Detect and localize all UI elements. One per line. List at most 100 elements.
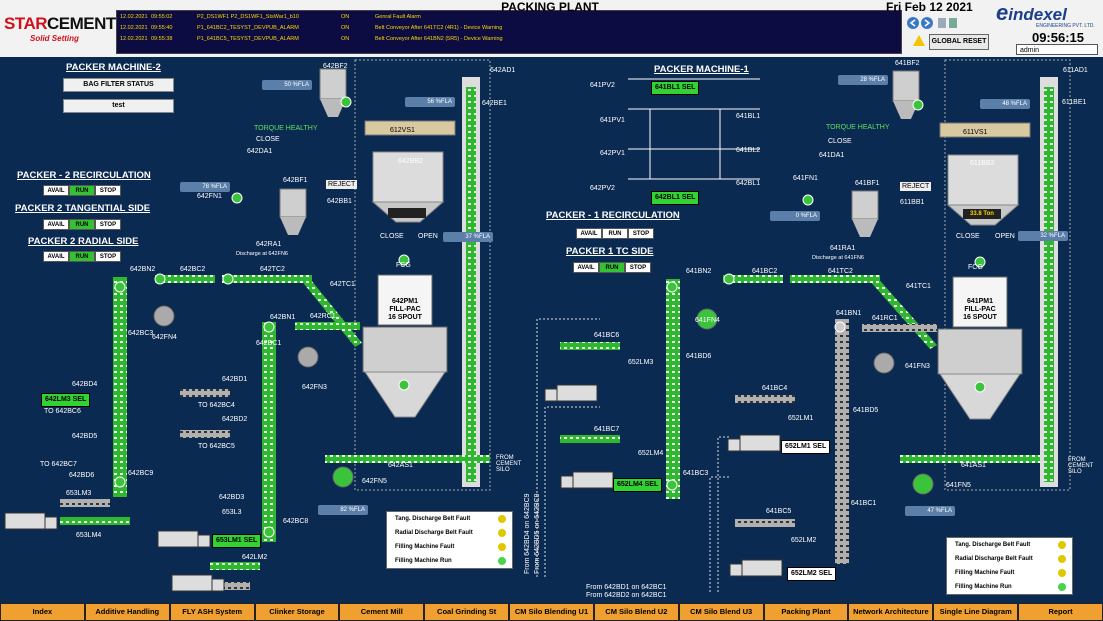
stop-button[interactable]: STOP <box>95 251 121 262</box>
status-dot-icon <box>498 557 506 565</box>
641bl1-sel-indicator[interactable]: 641BL1 SEL <box>651 81 700 95</box>
forward-icon[interactable] <box>921 17 933 29</box>
bag-filter-642bf2[interactable] <box>319 68 347 100</box>
conveyor-641bc6[interactable] <box>560 342 620 350</box>
conveyor-641bc1[interactable] <box>835 319 849 564</box>
conveyor-642as1[interactable] <box>325 455 490 463</box>
alarm-message: Genral Fault Alarm <box>375 14 421 20</box>
conveyor-653lm3[interactable] <box>60 517 130 525</box>
packer-spouts[interactable] <box>937 328 1023 375</box>
stop-button[interactable]: STOP <box>628 228 654 239</box>
conveyor-642rc1[interactable] <box>295 322 360 330</box>
conveyor-641bc4[interactable] <box>735 395 795 403</box>
vibrating-screen-611vs1[interactable] <box>939 122 1031 138</box>
conveyor-641bc2[interactable] <box>723 275 783 283</box>
conveyor-653l3[interactable] <box>210 562 260 570</box>
logo-brand-a: STAR <box>4 14 48 33</box>
653lm1-sel-indicator[interactable]: 653LM1 SEL <box>212 534 262 548</box>
nav-cm-silo-blending-u1[interactable]: CM Silo Blending U1 <box>510 604 593 620</box>
avail-button[interactable]: AVAIL <box>43 219 69 230</box>
status-dot-icon <box>1058 569 1066 577</box>
avail-button[interactable]: AVAIL <box>43 251 69 262</box>
nav-cm-silo-blend-u2[interactable]: CM Silo Blend U2 <box>594 604 678 620</box>
fillpac-641pm1[interactable] <box>952 276 1008 328</box>
conveyor-642lm2[interactable] <box>200 582 250 590</box>
nav-fly-ash-system[interactable]: FLY ASH System <box>170 604 254 620</box>
fan-642fn4-icon[interactable] <box>153 305 175 327</box>
run-button[interactable]: RUN <box>602 228 628 239</box>
bag-filter-641bf2[interactable] <box>892 70 920 102</box>
tag-652lm4: 652LM4 <box>638 450 664 457</box>
nav-report[interactable]: Report <box>1019 604 1102 620</box>
nav-index[interactable]: Index <box>1 604 84 620</box>
user-field[interactable]: admin <box>1016 44 1098 55</box>
back-icon[interactable] <box>907 17 919 29</box>
nav-coal-grinding[interactable]: Coal Grinding St <box>425 604 509 620</box>
fla-641bf2: 28 %FLA <box>838 75 888 85</box>
conveyor-642bc9-feed[interactable] <box>60 499 110 507</box>
conveyor-641tc2[interactable] <box>790 275 880 283</box>
hopper-642bb2[interactable] <box>372 151 444 203</box>
nav-additive-handling[interactable]: Additive Handling <box>85 604 169 620</box>
652lm1-sel-indicator[interactable]: 652LM1 SEL <box>781 440 831 454</box>
run-button[interactable]: RUN <box>69 185 95 196</box>
tag-641bf1: 641BF1 <box>855 180 880 187</box>
stop-button[interactable]: STOP <box>95 219 121 230</box>
nav-single-line-diagram[interactable]: Single Line Diagram <box>934 604 1018 620</box>
vibrating-screen-612vs1[interactable] <box>364 120 456 136</box>
conveyor-642bc2[interactable] <box>155 275 215 283</box>
packer-spouts[interactable] <box>362 326 448 373</box>
status-dot-icon <box>498 515 506 523</box>
conveyor-641bc7[interactable] <box>560 435 620 443</box>
run-button[interactable]: RUN <box>69 219 95 230</box>
nav-cement-mill[interactable]: Cement Mill <box>340 604 424 620</box>
conveyor-641rc1[interactable] <box>862 324 937 332</box>
652lm2-sel-indicator[interactable]: 652LM2 SEL <box>787 567 837 581</box>
nav-network-architecture[interactable]: Network Architecture <box>849 604 933 620</box>
run-button[interactable]: RUN <box>599 262 625 273</box>
export-icon[interactable] <box>949 18 957 28</box>
conveyor-642bc4[interactable] <box>180 389 230 397</box>
fan-641fn4-icon[interactable] <box>696 308 718 330</box>
conveyor-641bc5[interactable] <box>735 519 795 527</box>
avail-button[interactable]: AVAIL <box>573 262 599 273</box>
avail-button[interactable]: AVAIL <box>576 228 602 239</box>
fan-642fn3-icon[interactable] <box>297 346 319 368</box>
conveyor-642bc1[interactable] <box>262 322 276 542</box>
stop-button[interactable]: STOP <box>95 185 121 196</box>
fan-642fn5-icon[interactable] <box>332 466 354 488</box>
warning-icon[interactable] <box>913 35 925 46</box>
conveyor-641bc3[interactable] <box>666 279 680 499</box>
conveyor-642bc3[interactable] <box>113 277 127 497</box>
fan-641fn3-icon[interactable] <box>873 352 895 374</box>
642bl1-sel-indicator[interactable]: 642BL1 SEL <box>651 191 700 205</box>
conveyor-641as1[interactable] <box>900 455 1040 463</box>
nav-cm-silo-blend-u3[interactable]: CM Silo Blend U3 <box>679 604 763 620</box>
642lm3-sel-indicator[interactable]: 642LM3 SEL <box>41 393 91 407</box>
test-button[interactable]: test <box>63 99 174 113</box>
bag-filter-status-button[interactable]: BAG FILTER STATUS <box>63 78 174 92</box>
nav-packing-plant[interactable]: Packing Plant <box>764 604 848 620</box>
conveyor-642bc5[interactable] <box>180 430 230 438</box>
fla-642-open: 37 %FLA <box>443 232 493 242</box>
bag-filter-641bf1[interactable] <box>851 190 879 220</box>
avail-button[interactable]: AVAIL <box>43 185 69 196</box>
run-button[interactable]: RUN <box>69 251 95 262</box>
nav-clinker-storage[interactable]: Clinker Storage <box>255 604 339 620</box>
print-icon[interactable] <box>938 18 946 28</box>
bag-filter-642bf1[interactable] <box>279 188 307 218</box>
hopper-611bb2[interactable] <box>947 154 1019 206</box>
conveyor-642tc2[interactable] <box>222 275 312 283</box>
from-cement-silo-label: FROM CEMENT SILO <box>496 455 522 473</box>
fan-641fn5-icon[interactable] <box>912 473 934 495</box>
stop-button[interactable]: STOP <box>625 262 651 273</box>
652lm4-sel-indicator[interactable]: 652LM4 SEL <box>613 478 663 492</box>
fillpac-642pm1[interactable] <box>377 274 433 326</box>
global-reset-button[interactable]: GLOBAL RESET <box>929 34 989 50</box>
alarm-banner[interactable]: 12.02.2021 09:55:02 P2_DS1WF1 P2_DS1WF1_… <box>116 10 902 54</box>
